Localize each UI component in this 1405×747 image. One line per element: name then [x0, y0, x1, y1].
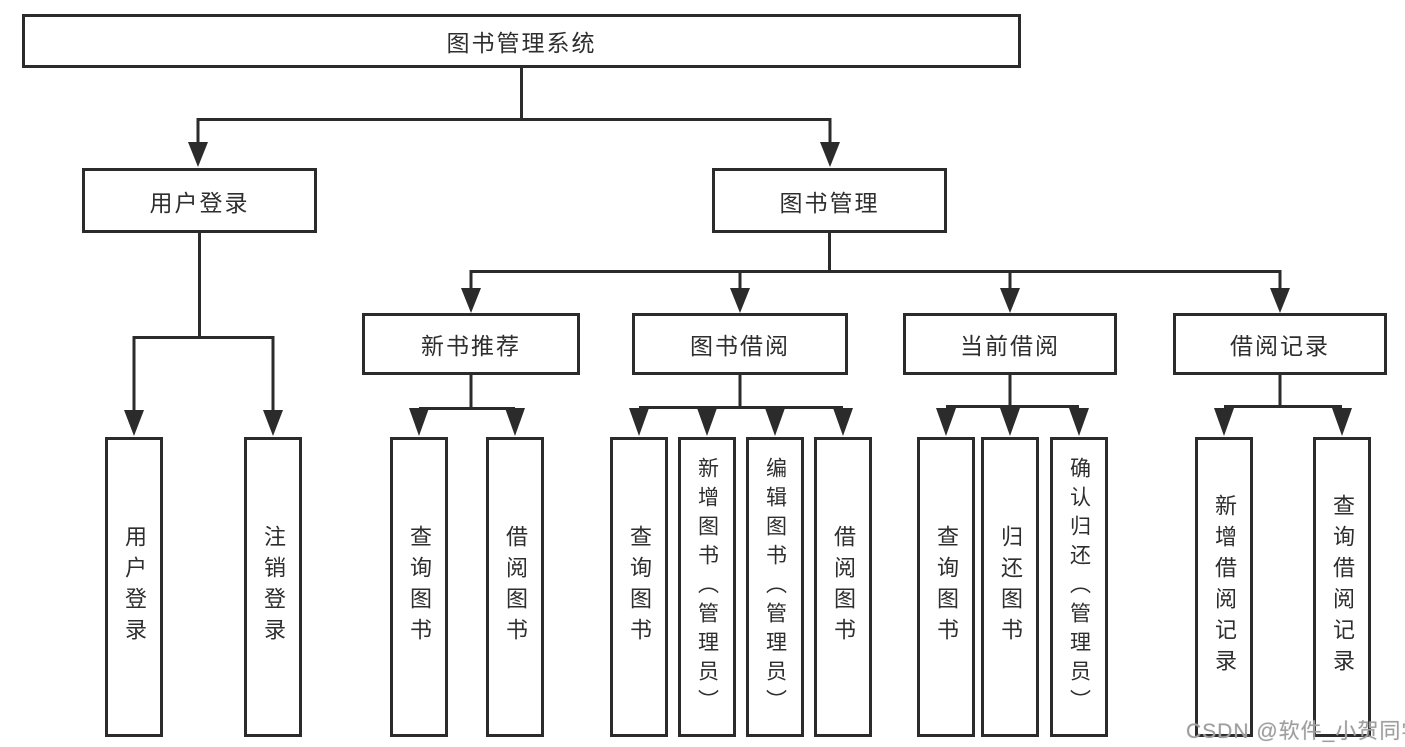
leaf-return-books-label: 归还图书 [998, 525, 1023, 649]
line-book-mgmt-split [469, 270, 1282, 291]
arrowheads [124, 142, 1352, 436]
leaf-confirm-return-admin: 确认归还（管理员） [1050, 437, 1108, 737]
node-book-management-label: 图书管理 [779, 189, 880, 216]
node-borrowing-records-label: 借阅记录 [1230, 333, 1330, 359]
leaf-user-login-label: 用户登录 [122, 525, 147, 649]
leaf-logout-label: 注销登录 [261, 525, 286, 649]
leaf-add-borrow-record-label: 新增借阅记录 [1212, 494, 1237, 680]
leaf-add-books-admin: 新增图书（管理员） [678, 437, 736, 737]
leaf-borrow-books-recommend-label: 借阅图书 [503, 525, 528, 649]
watermark: CSDN @软件_小贺同学 [1186, 720, 1405, 743]
line-level2-split [196, 118, 832, 145]
leaf-borrow-books-recommend: 借阅图书 [486, 437, 544, 737]
node-book-management: 图书管理 [712, 168, 947, 233]
leaf-add-borrow-record: 新增借阅记录 [1195, 437, 1253, 737]
leaf-query-books-recommend-label: 查询图书 [407, 525, 432, 649]
leaf-borrow-books: 借阅图书 [814, 437, 872, 737]
leaf-query-books-borrow: 查询图书 [610, 437, 668, 737]
node-new-book-recommendation-label: 新书推荐 [421, 333, 521, 359]
leaf-edit-books-admin-label: 编辑图书（管理员） [763, 456, 787, 718]
leaf-return-books: 归还图书 [981, 437, 1039, 737]
leaf-query-books-recommend: 查询图书 [390, 437, 448, 737]
node-library-system: 图书管理系统 [22, 14, 1021, 68]
leaf-confirm-return-admin-label: 确认归还（管理员） [1067, 456, 1091, 718]
node-user-login-label: 用户登录 [149, 189, 250, 216]
node-current-borrowing: 当前借阅 [903, 313, 1117, 375]
node-book-borrowing-label: 图书借阅 [690, 333, 790, 359]
leaf-query-books-borrow-label: 查询图书 [627, 525, 652, 649]
node-current-borrowing-label: 当前借阅 [960, 333, 1060, 359]
leaf-logout: 注销登录 [244, 437, 302, 737]
leaf-edit-books-admin: 编辑图书（管理员） [746, 437, 804, 737]
leaf-query-borrow-record-label: 查询借阅记录 [1330, 494, 1355, 680]
leaf-add-books-admin-label: 新增图书（管理员） [695, 456, 719, 718]
node-borrowing-records: 借阅记录 [1173, 313, 1387, 375]
leaf-borrow-books-label: 借阅图书 [831, 525, 856, 649]
leaf-user-login: 用户登录 [105, 437, 163, 737]
leaf-query-books-current: 查询图书 [917, 437, 975, 737]
leaf-query-borrow-record: 查询借阅记录 [1313, 437, 1371, 737]
node-book-borrowing: 图书借阅 [632, 313, 848, 375]
line-user-login-split [132, 336, 275, 413]
leaf-query-books-current-label: 查询图书 [934, 525, 959, 649]
node-library-system-label: 图书管理系统 [446, 30, 597, 56]
node-user-login: 用户登录 [82, 168, 317, 233]
node-new-book-recommendation: 新书推荐 [362, 313, 580, 375]
